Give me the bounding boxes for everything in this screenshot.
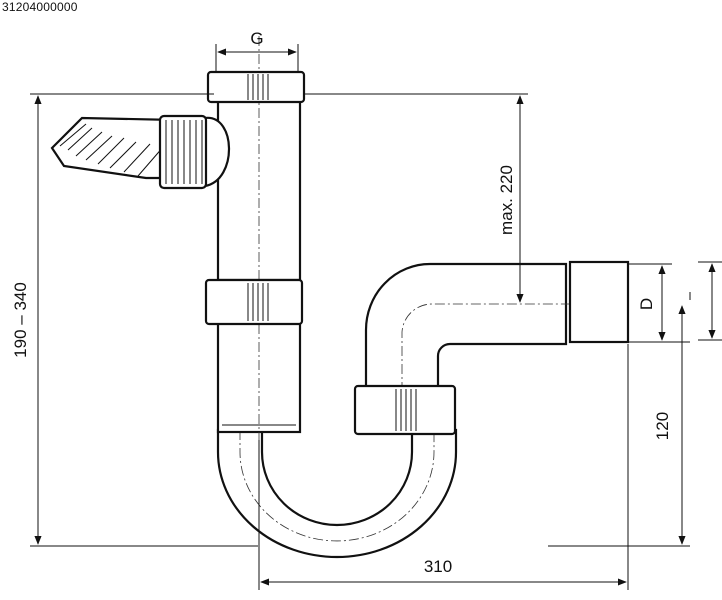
u-bend	[216, 428, 458, 559]
dimension-width-label: 310	[424, 557, 452, 576]
dimension-total-height-label: 190 – 340	[11, 282, 30, 358]
dimension-diameter: D	[628, 263, 690, 343]
dimension-max-height: max. 220	[304, 93, 528, 303]
outlet-bend	[364, 262, 570, 394]
hose-connector	[50, 114, 231, 190]
dimension-outlet-height: 120	[548, 305, 690, 547]
dimension-right-partial	[689, 261, 722, 341]
dimension-outlet-height-label: 120	[653, 412, 672, 440]
dimension-diameter-label: D	[637, 298, 656, 310]
dimension-width: 310	[258, 344, 629, 590]
vertical-tube	[216, 36, 302, 440]
lower-nut	[353, 384, 457, 436]
middle-nut	[204, 278, 304, 326]
part-number: 31204000000	[2, 0, 78, 14]
dimension-max-height-label: max. 220	[497, 165, 516, 235]
dimension-g: G	[215, 29, 299, 72]
outlet-sleeve	[568, 260, 630, 344]
top-nut	[206, 70, 306, 104]
dimension-total-height: 190 – 340	[11, 93, 258, 547]
dimension-g-label: G	[250, 29, 263, 48]
